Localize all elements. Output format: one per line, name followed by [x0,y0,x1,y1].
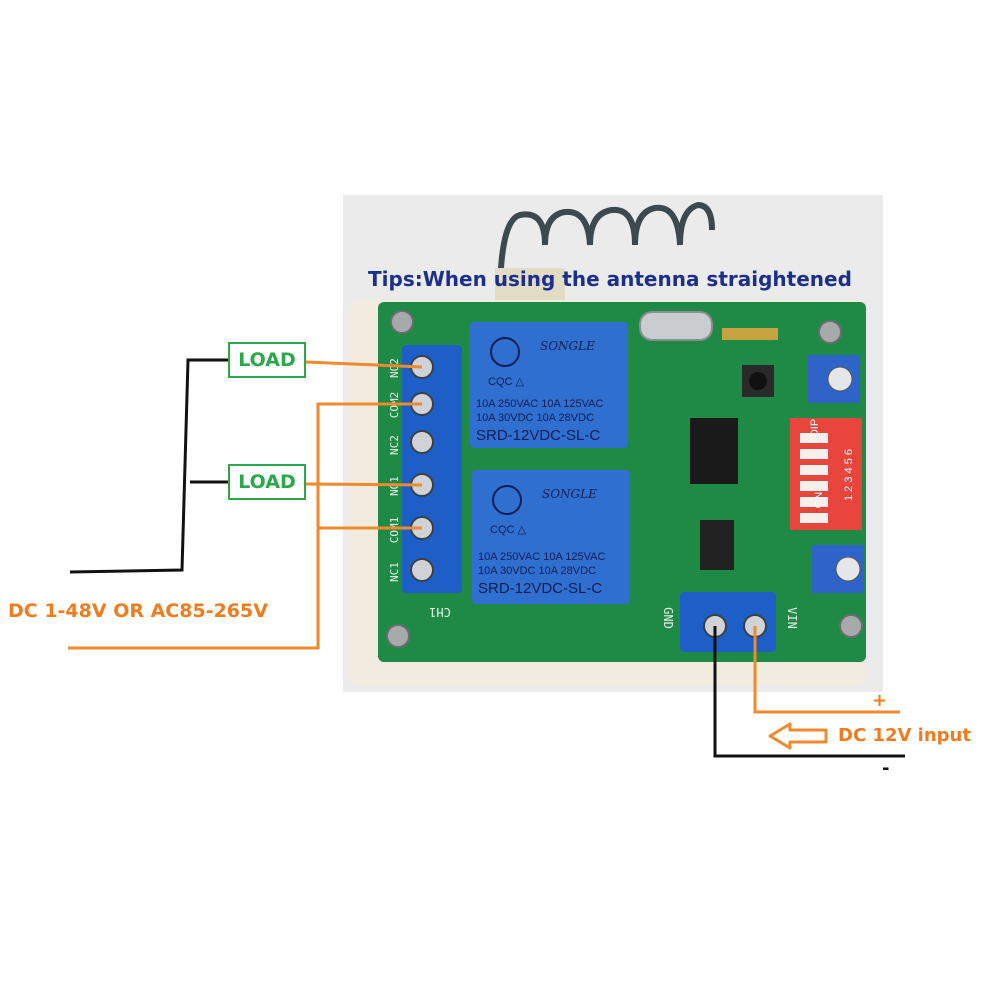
terminal-label-nc2: NC2 [388,435,401,455]
relay-2-brand: SONGLE [542,487,597,501]
antenna-base [495,268,565,300]
load-box-top: LOAD [228,342,306,378]
antenna-coil [497,201,715,301]
gnd-label: GND [661,607,675,629]
terminal-label-no2: NO2 [388,358,401,378]
push-button-cap [749,372,767,390]
channel-label: CH1 [429,605,451,619]
plus-sign: + [872,690,888,711]
dip-on-label: ON [813,492,825,509]
terminal-block-left [402,345,462,593]
load-box-bottom: LOAD [228,464,306,500]
screw [386,624,410,648]
relay-2: SONGLE CQC △ 10A 250VAC 10A 125VAC 10A 3… [472,470,630,604]
header-pins [722,328,778,340]
svg-text:CQC △: CQC △ [490,524,527,536]
relay-2-rating-2: 10A 30VDC 10A 28VDC [478,565,596,577]
antenna-tip: Tips:When using the antenna straightened [368,267,852,291]
terminal-label-com1: COM1 [388,517,401,544]
regulator [700,520,734,570]
dip-label: DIP [809,419,821,437]
input-label: DC 12V input [838,725,971,746]
svg-text:CQC △: CQC △ [488,376,525,388]
relay-1-brand: SONGLE [540,339,595,353]
vin-label: VIN [785,607,799,629]
minus-sign: - [882,758,890,779]
dip-levers [800,433,828,523]
screw [818,320,842,344]
dip-numbers: 1 2 3 4 5 6 [843,449,855,501]
input-arrow-icon [768,722,828,750]
relay-1-rating-2: 10A 30VDC 10A 28VDC [476,412,594,424]
relay-2-rating-1: 10A 250VAC 10A 125VAC [478,551,605,563]
screw [390,310,414,334]
supply-label: DC 1-48V OR AC85-265V [8,600,268,622]
screw [839,614,863,638]
orange-wire-vin [753,626,900,714]
relay-1-model: SRD-12VDC-SL-C [476,427,600,444]
ic-chip [690,418,738,484]
terminal-label-nc1: NC1 [388,562,401,582]
black-wires-left [69,358,228,574]
crystal [639,311,713,341]
relay-2-model: SRD-12VDC-SL-C [478,580,602,597]
orange-wires-left [68,360,423,650]
black-wire-gnd [713,626,905,758]
relay-1-rating-1: 10A 250VAC 10A 125VAC [476,398,603,410]
relay-1: SONGLE CQC △ 10A 250VAC 10A 125VAC 10A 3… [470,322,628,448]
